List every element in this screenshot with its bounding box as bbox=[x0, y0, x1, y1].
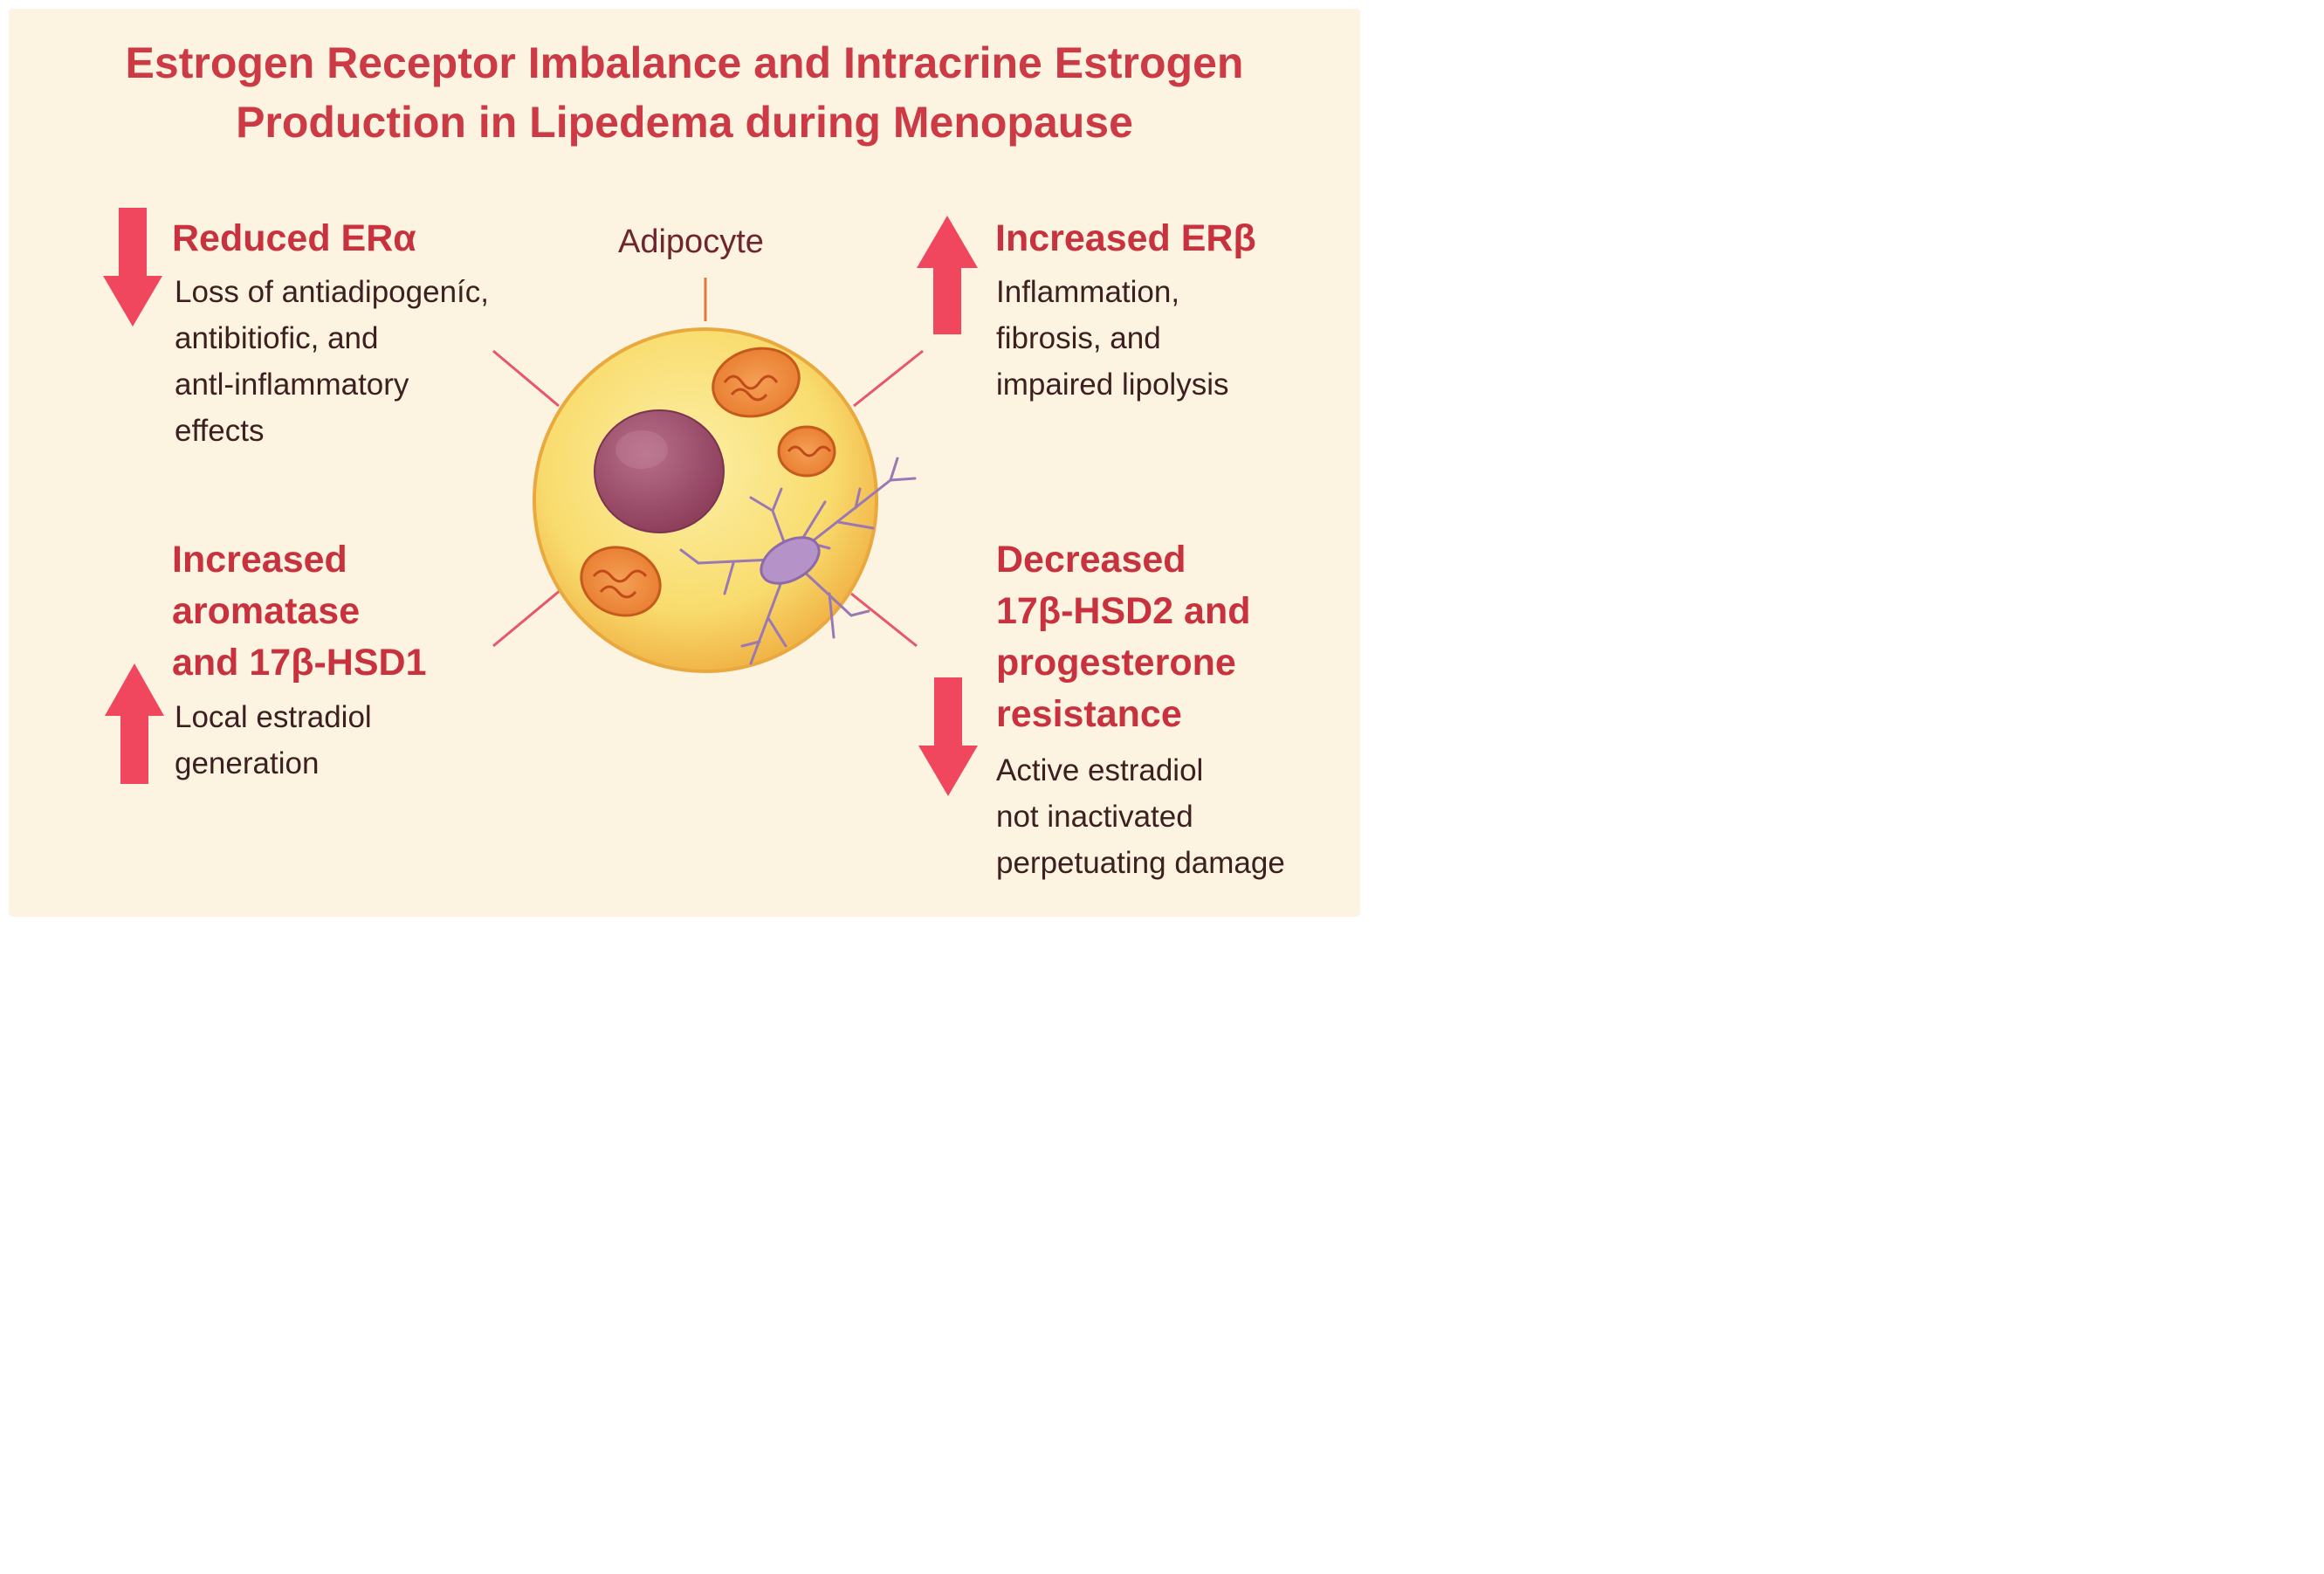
decreased-hsd2-heading-4: resistance bbox=[996, 693, 1182, 735]
connector-line-bottom-left bbox=[492, 588, 561, 648]
reduced-er-alpha-text-4: effects bbox=[175, 414, 265, 448]
decreased-hsd2-heading-3: progesterone bbox=[996, 642, 1236, 684]
mitochondrion-right bbox=[777, 425, 836, 478]
nucleus bbox=[594, 409, 725, 533]
arrow-up-icon bbox=[105, 663, 164, 784]
mitochondrion-top bbox=[712, 347, 801, 418]
increased-er-beta-heading: Increased ERβ bbox=[995, 217, 1256, 259]
reduced-er-alpha-text-1: Loss of antiadipogeníc, bbox=[175, 275, 489, 309]
mitochondrion-bottom bbox=[580, 546, 662, 617]
diagram: Estrogen Receptor Imbalance and Intracri… bbox=[0, 0, 1369, 927]
decreased-hsd2-text-2: not inactivated bbox=[996, 800, 1193, 834]
reduced-er-alpha-text-3: antl-inflammatory bbox=[175, 368, 409, 402]
arrow-down-icon bbox=[918, 677, 978, 796]
increased-aromatase-heading-2: aromatase bbox=[172, 590, 361, 632]
connector-line-bottom-right bbox=[850, 592, 918, 648]
increased-er-beta-text-1: Inflammation, bbox=[996, 275, 1180, 309]
increased-aromatase-text-2: generation bbox=[175, 746, 320, 780]
arrow-up-icon bbox=[917, 216, 978, 334]
title-line-1: Estrogen Receptor Imbalance and Intracri… bbox=[125, 38, 1244, 87]
increased-aromatase-heading-1: Increased bbox=[172, 539, 347, 581]
increased-er-beta-text-3: impaired lipolysis bbox=[996, 368, 1229, 402]
decreased-hsd2-text-1: Active estradiol bbox=[996, 753, 1204, 787]
connector-line-top-right bbox=[853, 349, 924, 408]
reduced-er-alpha-text-2: antibitiofic, and bbox=[175, 321, 379, 355]
decreased-hsd2-heading-1: Decreased bbox=[996, 539, 1186, 581]
increased-aromatase-heading-3: and 17β-HSD1 bbox=[172, 642, 427, 684]
title-line-2: Production in Lipedema during Menopause bbox=[236, 98, 1133, 147]
fibroblast-body bbox=[760, 536, 821, 585]
adipocyte-label: Adipocyte bbox=[618, 223, 764, 260]
reduced-er-alpha-heading: Reduced ERα bbox=[172, 217, 416, 259]
increased-er-beta-text-2: fibrosis, and bbox=[996, 321, 1161, 355]
cell-illustration bbox=[492, 278, 924, 673]
decreased-hsd2-text-3: perpetuating damage bbox=[996, 846, 1285, 880]
increased-aromatase-text-1: Local estradiol bbox=[175, 700, 372, 734]
connector-line-top-left bbox=[492, 349, 560, 408]
nucleus-highlight bbox=[615, 430, 668, 469]
arrow-down-icon bbox=[103, 208, 162, 326]
decreased-hsd2-heading-2: 17β-HSD2 and bbox=[996, 590, 1251, 632]
